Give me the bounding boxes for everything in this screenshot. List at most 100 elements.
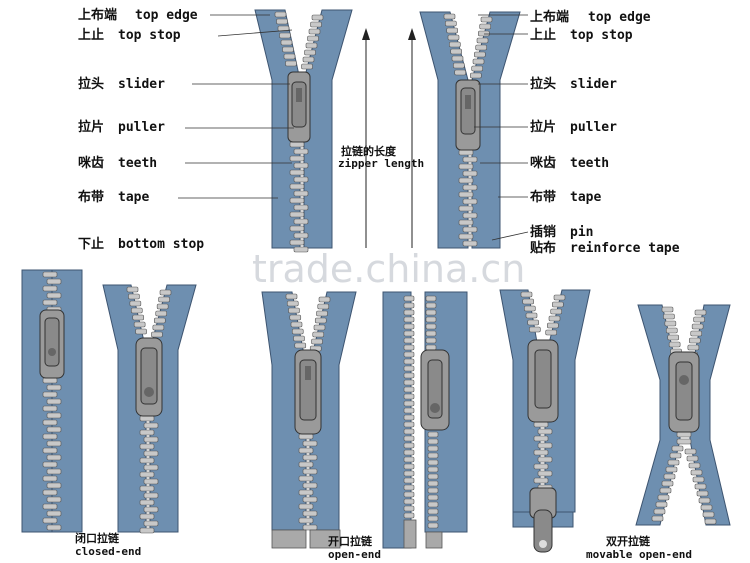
- zipper-tooth: [299, 490, 313, 495]
- zipper-tooth: [453, 63, 464, 68]
- zipper-tooth: [43, 378, 57, 383]
- zipper-tooth: [689, 463, 700, 468]
- zipper-tooth: [404, 338, 414, 343]
- zipper-tooth: [308, 36, 319, 41]
- zipper-tooth: [127, 287, 138, 292]
- zipper-tooth: [474, 52, 485, 57]
- zipper-tooth: [43, 434, 57, 439]
- zipper-tooth: [43, 462, 57, 467]
- zipper-tooth: [295, 343, 306, 348]
- right-label-reinforce-cn: 贴布: [530, 240, 556, 256]
- zipper-tooth: [299, 462, 313, 467]
- zipper-tooth: [294, 191, 308, 196]
- zipper-tooth: [428, 474, 438, 479]
- zipper-tooth: [140, 486, 154, 491]
- zipper-tooth: [538, 471, 552, 476]
- zipper-tooth: [404, 296, 414, 301]
- zipper-tooth: [444, 14, 455, 19]
- zipper-tooth: [287, 301, 298, 306]
- zipper-tooth: [302, 64, 313, 69]
- zipper-tooth: [404, 422, 414, 427]
- zipper-tooth: [662, 307, 673, 312]
- zipper-tooth: [299, 476, 313, 481]
- zipper-tooth: [459, 206, 473, 211]
- zipper-tooth: [480, 24, 491, 29]
- zipper-tooth: [294, 336, 305, 341]
- zipper-tooth: [404, 492, 414, 497]
- zipper-tooth: [447, 28, 458, 33]
- zipper-tooth: [144, 451, 158, 456]
- zipper-tooth: [426, 317, 436, 322]
- zipper-tooth: [144, 507, 158, 512]
- zipper-tooth: [677, 439, 691, 444]
- left-label-tape-en: tape: [118, 190, 149, 205]
- right-label-puller-en: puller: [570, 120, 617, 135]
- zipper-tooth: [534, 464, 548, 469]
- zipper-tooth: [140, 500, 154, 505]
- zipper-tooth: [404, 408, 414, 413]
- zipper-tooth: [294, 219, 308, 224]
- zipper-tooth: [534, 450, 548, 455]
- zipper-tooth: [153, 325, 164, 330]
- zipper-tooth: [534, 422, 548, 427]
- zipper-tooth: [47, 427, 61, 432]
- zipper-tooth: [428, 502, 438, 507]
- zipper-tooth: [404, 331, 414, 336]
- zipper-tooth: [691, 470, 702, 475]
- zipper-tooth: [47, 279, 61, 284]
- zipper-tooth: [705, 519, 716, 524]
- zipper-tooth: [318, 304, 329, 309]
- zipper-tooth: [695, 310, 706, 315]
- type-label-open-end-cn: 开口拉链: [328, 534, 373, 548]
- zipper-tooth: [294, 177, 308, 182]
- zipper-tooth: [699, 498, 710, 503]
- zipper-tooth: [448, 35, 459, 40]
- zipper-tooth: [144, 521, 158, 526]
- zipper-tooth: [672, 446, 683, 451]
- zipper-tooth: [459, 234, 473, 239]
- zipper-tooth: [404, 485, 414, 490]
- zipper-tooth: [299, 434, 313, 439]
- zipper-tooth: [47, 483, 61, 488]
- zipper-tooth: [697, 491, 708, 496]
- zipper-tooth: [534, 478, 548, 483]
- bottom-zipper-open-separated: [383, 292, 467, 548]
- zipper-tooth: [538, 429, 552, 434]
- zipper-tooth: [291, 322, 302, 327]
- type-label-closed-end-cn: 闭口拉链: [75, 531, 120, 545]
- zipper-tooth: [658, 495, 669, 500]
- left-label-top-edge-en: top edge: [135, 8, 198, 23]
- type-label-movable-cn: 双开拉链: [606, 534, 651, 548]
- zipper-tooth: [529, 327, 540, 332]
- zipper-tooth: [669, 342, 680, 347]
- zipper-tooth: [463, 171, 477, 176]
- zipper-tooth: [144, 479, 158, 484]
- zipper-tooth: [131, 308, 142, 313]
- zipper-tooth: [47, 413, 61, 418]
- zipper-tooth: [703, 512, 714, 517]
- zipper-tooth: [666, 328, 677, 333]
- zipper-tooth: [668, 335, 679, 340]
- zipper-tooth: [404, 464, 414, 469]
- zipper-tooth: [309, 29, 320, 34]
- zipper-tooth: [547, 323, 558, 328]
- zipper-tooth: [286, 61, 297, 66]
- left-label-bottom-stop-cn: 下止: [78, 236, 104, 252]
- zipper-tooth: [292, 329, 303, 334]
- zipper-tooth: [311, 22, 322, 27]
- zipper-tooth: [303, 455, 317, 460]
- zipper-tooth: [290, 240, 304, 245]
- zipper-tooth: [47, 441, 61, 446]
- zipper-tooth: [290, 315, 301, 320]
- zipper-tooth: [134, 322, 145, 327]
- zipper-tooth: [404, 401, 414, 406]
- zipper-tooth: [290, 212, 304, 217]
- left-label-tape-cn: 布带: [78, 189, 104, 205]
- zipper-tooth: [670, 453, 681, 458]
- zipper-tooth: [404, 345, 414, 350]
- zipper-tooth: [476, 45, 487, 50]
- zipper-tooth: [283, 47, 294, 52]
- bottom-zipper-open-y: [262, 292, 356, 548]
- zipper-tooth: [290, 156, 304, 161]
- zipper-tooth: [428, 495, 438, 500]
